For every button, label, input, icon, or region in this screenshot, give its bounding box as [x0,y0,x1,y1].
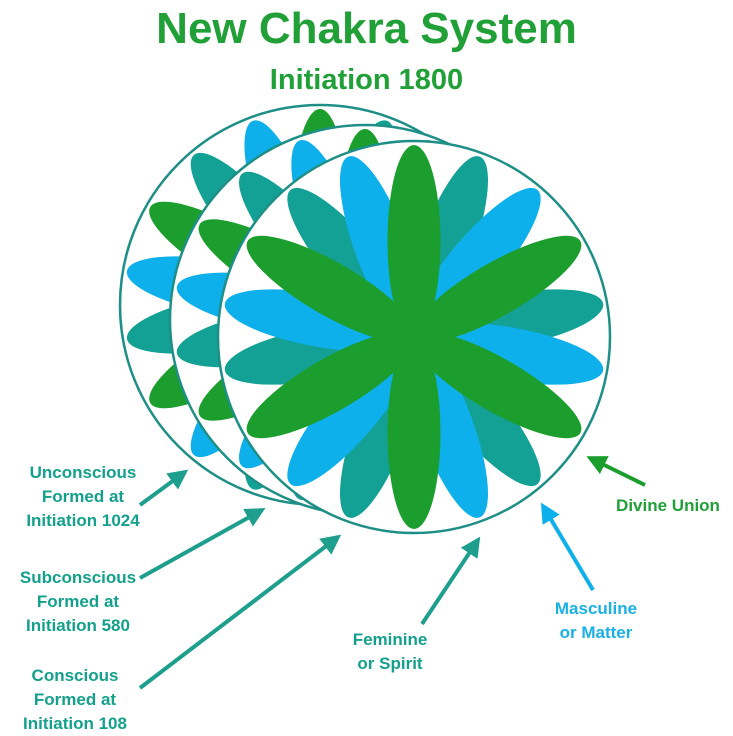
label-unconscious: Unconscious Formed at Initiation 1024 [26,463,140,530]
arrow-subconscious [139,508,266,580]
petal [387,337,441,529]
arrow-conscious [138,534,342,690]
label-masculine: Masculine or Matter [554,599,638,642]
diagram-title: New Chakra System [156,4,577,53]
petal [413,235,582,343]
chakra-disc-conscious [216,139,612,535]
label-subconscious: Subconscious Formed at Initiation 580 [19,568,137,635]
label-divine-union: Divine Union [616,496,720,515]
diagram-subtitle: Initiation 1800 [269,64,464,96]
arrow-unconscious [138,469,189,507]
petal [413,331,582,439]
arrow-masculine [540,502,595,592]
label-feminine: Feminine or Spirit [352,630,428,673]
petal [387,145,441,337]
label-conscious: Conscious Formed at Initiation 108 [23,666,127,733]
petal [246,235,415,343]
petal [246,331,415,439]
arrow-divine-union [586,456,646,487]
arrow-feminine [420,536,481,626]
petals-conscious [224,145,604,529]
